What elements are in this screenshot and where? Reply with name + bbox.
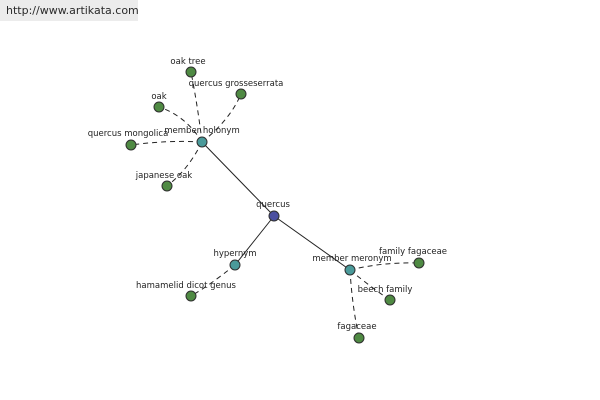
node-label-family-fagaceae[interactable]: family fagaceae xyxy=(379,247,447,257)
edge-quercus-to-hypernym xyxy=(234,215,275,266)
node-member-meronym[interactable] xyxy=(344,264,356,276)
node-beech-family[interactable] xyxy=(384,294,396,306)
node-label-quercus[interactable]: quercus xyxy=(256,200,290,210)
artikata-url-watermark: http://www.artikata.com xyxy=(0,0,139,21)
node-quercus-grosseserrata[interactable] xyxy=(235,88,247,100)
edge-member-holonym-to-oak-tree xyxy=(190,71,203,143)
node-oak[interactable] xyxy=(153,101,165,113)
edge-member-holonym-to-japanese-oak xyxy=(166,141,203,187)
node-label-fagaceae[interactable]: fagaceae xyxy=(337,322,376,332)
node-hamamelid-dicot-genus[interactable] xyxy=(185,290,197,302)
node-label-member-meronym[interactable]: member meronym xyxy=(312,254,391,264)
node-label-beech-family[interactable]: beech family xyxy=(358,285,413,295)
node-family-fagaceae[interactable] xyxy=(413,257,425,269)
node-label-japanese-oak[interactable]: japanese oak xyxy=(135,171,193,181)
edge-quercus-to-member-holonym xyxy=(201,141,275,217)
edge-quercus-to-member-meronym xyxy=(273,215,351,271)
edge-member-holonym-to-quercus-mongolica xyxy=(130,140,203,146)
node-japanese-oak[interactable] xyxy=(161,180,173,192)
nodes-layer xyxy=(125,66,425,344)
node-label-hamamelid-dicot-genus[interactable]: hamamelid dicot genus xyxy=(136,281,236,291)
node-hypernym[interactable] xyxy=(229,259,241,271)
node-quercus[interactable] xyxy=(268,210,280,222)
node-label-member-holonym[interactable]: member holonym xyxy=(164,126,239,136)
node-quercus-mongolica[interactable] xyxy=(125,139,137,151)
node-label-hypernym[interactable]: hypernym xyxy=(213,249,256,259)
node-oak-tree[interactable] xyxy=(185,66,197,78)
node-label-quercus-grosseserrata[interactable]: quercus grosseserrata xyxy=(189,79,284,89)
labels-layer: quercus member holonym hypernym member mero… xyxy=(88,57,447,332)
node-fagaceae[interactable] xyxy=(353,332,365,344)
node-label-oak[interactable]: oak xyxy=(151,92,166,102)
node-label-oak-tree[interactable]: oak tree xyxy=(170,57,205,67)
node-label-quercus-mongolica[interactable]: quercus mongolica xyxy=(88,129,169,139)
node-member-holonym[interactable] xyxy=(196,136,208,148)
